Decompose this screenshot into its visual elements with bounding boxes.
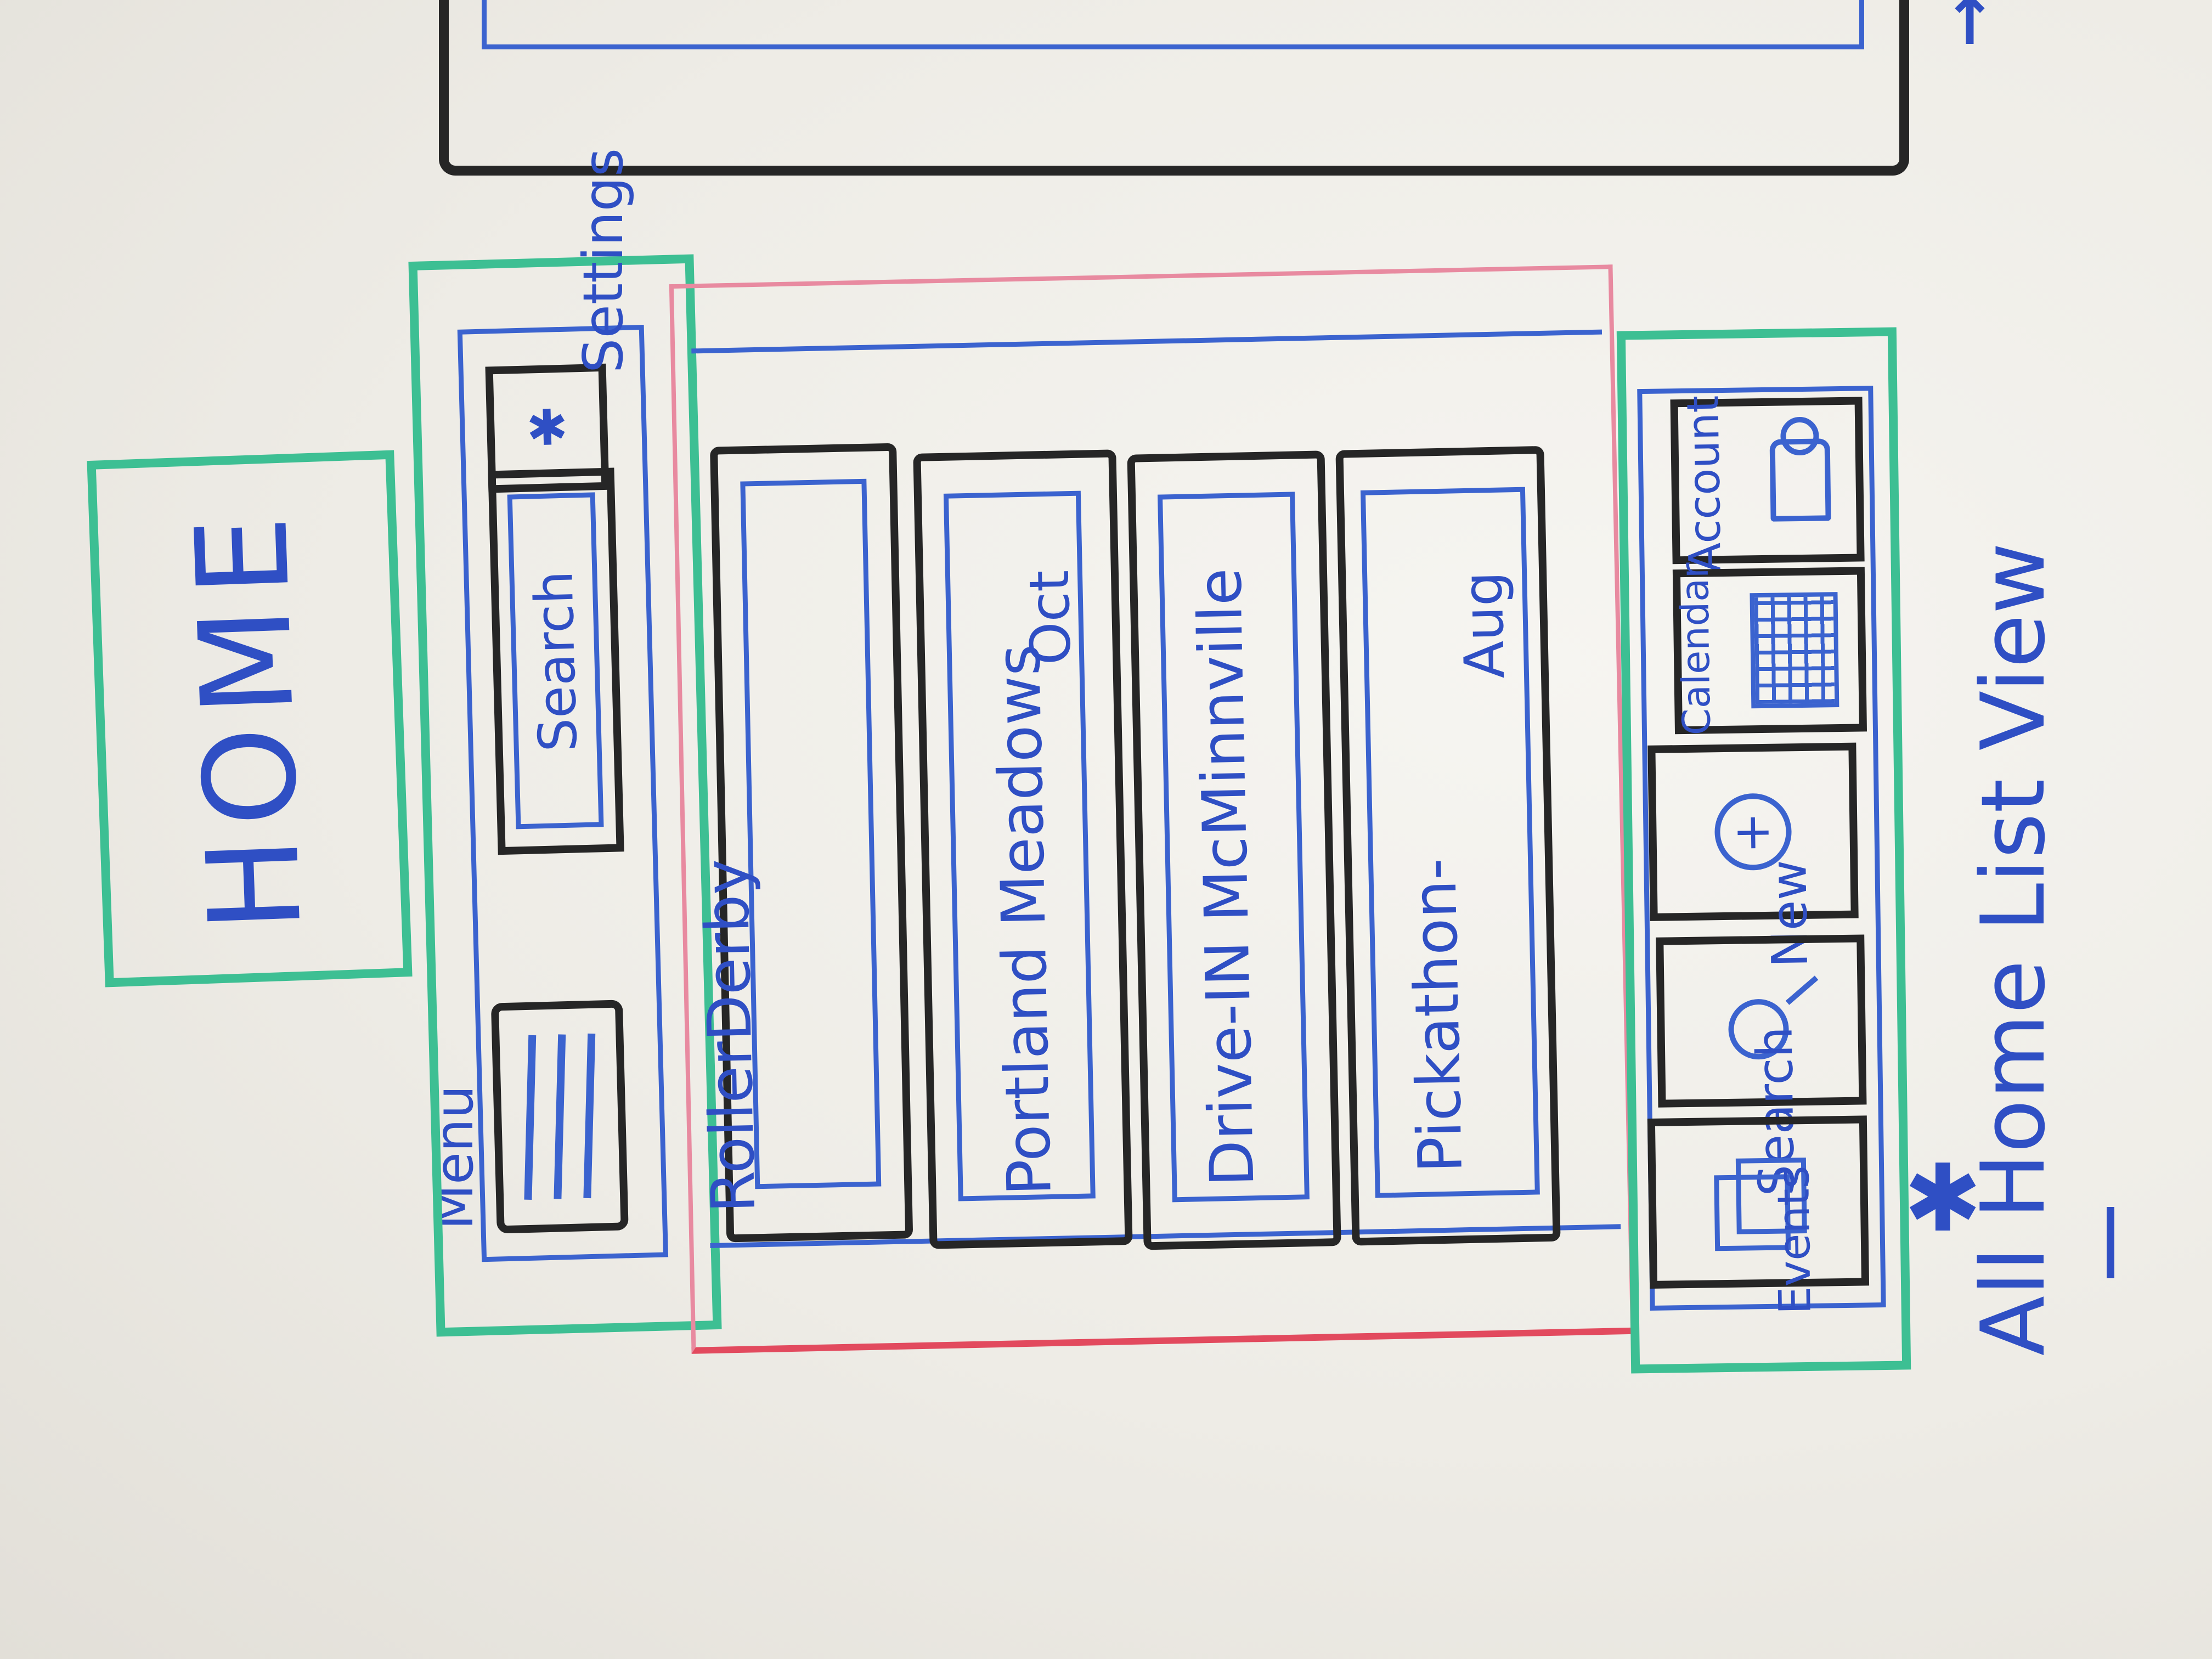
event-title: Drive-IN McMinnville	[1184, 567, 1268, 1188]
caption-underline	[2107, 1207, 2114, 1278]
event-date: Oct	[1017, 569, 1084, 666]
asterisk-mark: ✱	[1904, 1144, 1982, 1253]
settings-label: Settings	[571, 148, 635, 374]
event-card[interactable]: Portland Meadows Oct	[913, 449, 1133, 1249]
nav-new[interactable]: +	[1647, 742, 1859, 921]
home-title-box: HOME	[87, 450, 413, 988]
event-title: RollerDerby	[691, 858, 769, 1214]
search-input[interactable]: Search	[488, 467, 624, 855]
account-icon	[1769, 416, 1831, 522]
nav-events-label: Events	[1768, 1165, 1821, 1315]
event-card[interactable]: Drive-IN McMinnville	[1127, 450, 1341, 1250]
event-card[interactable]: RollerDerby	[691, 443, 913, 1243]
event-list: RollerDerby Portland Meadows Oct Drive-I…	[669, 264, 1635, 1354]
nav-account-label: Account	[1677, 395, 1731, 573]
event-title: Pickathon-	[1398, 857, 1476, 1174]
previous-screen-inner	[482, 0, 1864, 49]
gear-icon: ✱	[526, 398, 569, 458]
search-input-label: Search	[523, 570, 589, 753]
home-title: HOME	[168, 503, 330, 935]
caption: All Home List View	[1962, 542, 2064, 1356]
nav-calendar-label: Calendar	[1672, 562, 1720, 736]
event-date: Aug	[1451, 571, 1517, 680]
previous-screen-frame	[439, 0, 1909, 176]
nav-events[interactable]	[1647, 1115, 1870, 1289]
top-bar-inner: Search ✱	[457, 324, 669, 1262]
event-card[interactable]: Pickathon- Aug	[1335, 445, 1561, 1246]
bottom-nav: Account Calendar + New Search Events	[1616, 327, 1911, 1374]
event-title: Portland Meadows	[983, 644, 1065, 1197]
calendar-icon	[1750, 592, 1839, 709]
arrow-icon: ↑	[1942, 0, 1997, 60]
hamburger-icon	[524, 1033, 596, 1200]
menu-button[interactable]	[490, 1000, 629, 1234]
